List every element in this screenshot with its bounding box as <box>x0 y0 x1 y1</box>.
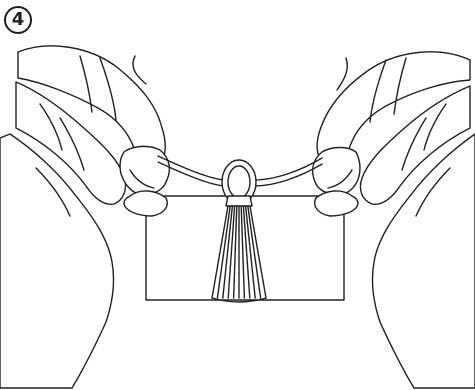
card <box>145 195 345 301</box>
tassel-strand <box>211 205 229 299</box>
step-number-badge: 4 <box>4 6 32 34</box>
cord-tail-left <box>132 55 147 85</box>
tassel <box>211 205 267 303</box>
cord-right-upper <box>253 157 323 181</box>
cord-tail-right <box>336 57 348 91</box>
tassel-strand <box>244 205 256 299</box>
cord-right-lower <box>253 163 323 187</box>
tassel-strand <box>240 205 246 299</box>
left-hand <box>0 45 171 389</box>
tassel-strand <box>232 205 238 299</box>
cord-left-lower <box>157 161 225 187</box>
step-number: 4 <box>11 9 25 30</box>
tassel-strand <box>242 205 251 299</box>
tassel-bottom-edge <box>211 297 267 303</box>
cord-left-upper <box>157 155 225 181</box>
tassel-strand <box>222 205 234 299</box>
tassel-strand <box>247 205 262 299</box>
tassel-strand <box>249 205 267 299</box>
right-hand <box>311 51 475 389</box>
tassel-strand <box>227 205 236 299</box>
tassel-strand <box>216 205 231 299</box>
tassel-cap <box>225 195 253 207</box>
